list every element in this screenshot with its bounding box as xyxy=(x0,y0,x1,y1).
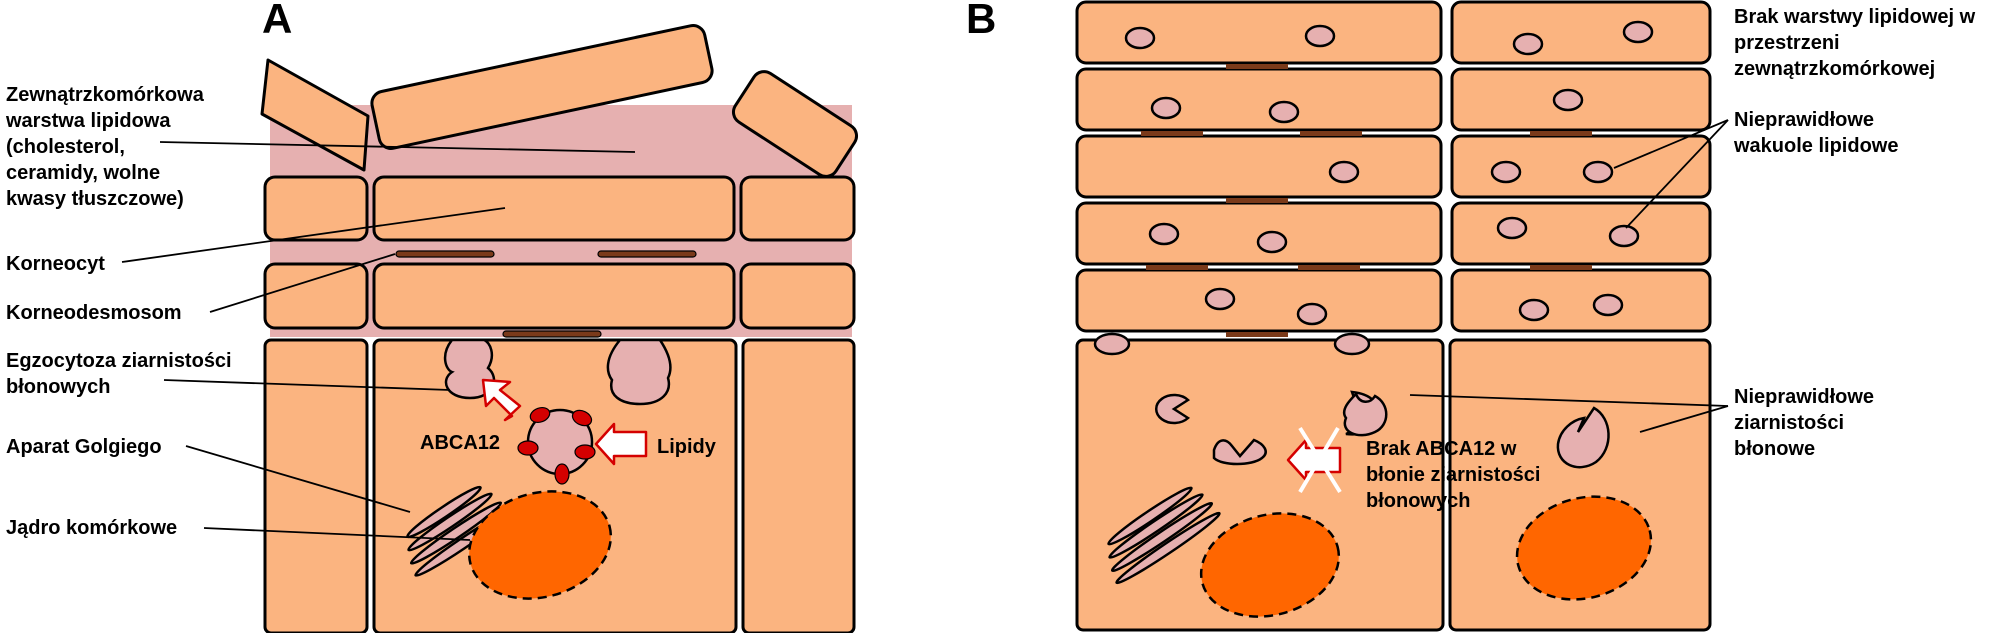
corneocyte-label: Korneocyt xyxy=(6,253,105,275)
leader-line xyxy=(121,207,506,263)
leader-line xyxy=(1625,119,1729,229)
cell-nucleus xyxy=(1199,512,1341,618)
leader-line xyxy=(159,141,636,153)
svg-text:(cholesterol,: (cholesterol, xyxy=(6,136,125,158)
svg-text:błonowe: błonowe xyxy=(1734,438,1815,460)
corneocyte xyxy=(1450,134,1712,199)
corneodesmosome xyxy=(1530,131,1592,136)
granule-at-membrane xyxy=(1093,332,1131,356)
no-lipid-layer-label: Brak warstwy lipidowej w przestrzeni zew… xyxy=(1734,6,1976,80)
corneocyte xyxy=(372,262,736,330)
svg-text:Zewnątrzkomórkowa: Zewnątrzkomórkowa xyxy=(6,84,205,106)
corneodesmosome xyxy=(597,250,697,258)
corneocyte xyxy=(263,175,369,242)
leader-line xyxy=(1613,119,1729,169)
no-abca12-label: Brak ABCA12 w błonie ziarnistości błonow… xyxy=(1366,438,1540,512)
transport-arrow-up-icon xyxy=(481,378,522,422)
lipid-arrow-icon xyxy=(594,422,648,466)
svg-text:błonowych: błonowych xyxy=(6,376,110,398)
corneocyte-shed-right xyxy=(731,70,859,178)
corneodesmosome xyxy=(395,250,495,258)
svg-text:Nieprawidłowe: Nieprawidłowe xyxy=(1734,109,1874,131)
nucleus-label: Jądro komórkowe xyxy=(6,517,177,539)
granular-cell xyxy=(263,338,369,633)
granule-at-membrane xyxy=(1333,332,1371,356)
corneocyte xyxy=(1075,67,1443,132)
exocytosis-label: Egzocytoza ziarnistości błonowych xyxy=(6,350,232,398)
svg-text:wakuole lipidowe: wakuole lipidowe xyxy=(1733,135,1898,157)
svg-text:Brak warstwy lipidowej w: Brak warstwy lipidowej w xyxy=(1734,6,1976,28)
svg-text:Nieprawidłowe: Nieprawidłowe xyxy=(1734,386,1874,408)
leader-line xyxy=(209,253,396,313)
svg-text:przestrzeni: przestrzeni xyxy=(1734,32,1840,54)
panel-b-letter: B xyxy=(966,0,996,42)
corneodesmosome xyxy=(1141,131,1203,136)
svg-text:zewnątrzkomórkowej: zewnątrzkomórkowej xyxy=(1734,58,1935,80)
lamellar-granule-exocytosis xyxy=(443,338,496,400)
corneodesmosome xyxy=(1300,131,1362,136)
corneodesmosome xyxy=(1226,332,1288,337)
corneocyte xyxy=(1450,0,1712,65)
svg-text:błonie ziarnistości: błonie ziarnistości xyxy=(1366,464,1540,486)
corneocyte xyxy=(263,262,369,330)
lipid-layer-label: Zewnątrzkomórkowa warstwa lipidowa (chol… xyxy=(5,84,205,210)
corneodesmosome xyxy=(1146,265,1208,270)
leader-line xyxy=(203,527,471,541)
corneodesmosome-label: Korneodesmosom xyxy=(6,302,182,324)
abca12-protein xyxy=(529,406,551,424)
corneocyte xyxy=(1450,268,1712,333)
granular-cell xyxy=(372,338,738,633)
abca12-protein xyxy=(571,409,593,427)
abnormal-lamellar-granule xyxy=(1556,406,1610,469)
cross-icon xyxy=(1298,426,1340,494)
golgi-apparatus xyxy=(1107,486,1221,585)
leader-line xyxy=(1639,405,1729,433)
svg-text:Brak ABCA12 w: Brak ABCA12 w xyxy=(1366,438,1517,460)
lipids-label: Lipidy xyxy=(657,436,717,458)
corneocyte-shed-left xyxy=(260,58,370,172)
corneocyte xyxy=(1075,134,1443,199)
corneocyte xyxy=(372,175,736,242)
svg-text:ceramidy, wolne: ceramidy, wolne xyxy=(6,162,160,184)
svg-text:błonowych: błonowych xyxy=(1366,490,1470,512)
corneodesmosome xyxy=(1226,64,1288,69)
abca12-protein xyxy=(517,440,539,456)
svg-text:kwasy tłuszczowe): kwasy tłuszczowe) xyxy=(6,188,184,210)
corneodesmosome xyxy=(1298,265,1360,270)
granular-cell xyxy=(741,338,856,633)
abnormal-lamellar-granule xyxy=(1212,438,1267,466)
corneocyte xyxy=(1075,201,1443,266)
corneocyte xyxy=(1450,201,1712,266)
leader-line xyxy=(163,379,451,391)
abnormal-granules-label: Nieprawidłowe ziarnistości błonowe xyxy=(1734,386,1874,460)
svg-text:Egzocytoza ziarnistości: Egzocytoza ziarnistości xyxy=(6,350,232,372)
abnormal-vacuoles-label: Nieprawidłowe wakuole lipidowe xyxy=(1733,109,1898,157)
cell-nucleus xyxy=(1515,495,1653,601)
golgi-label: Aparat Golgiego xyxy=(6,436,162,458)
corneocyte xyxy=(739,175,856,242)
abca12-protein xyxy=(554,463,570,485)
lamellar-granule-exocytosis xyxy=(606,338,672,406)
panel-a-letter: A xyxy=(262,0,292,42)
corneodesmosome xyxy=(502,330,602,338)
svg-text:warstwa lipidowa: warstwa lipidowa xyxy=(5,110,171,132)
corneodesmosome xyxy=(1226,198,1288,203)
corneocyte xyxy=(1075,0,1443,65)
cell-nucleus xyxy=(467,490,613,600)
corneocyte xyxy=(1075,268,1443,333)
abca12-label: ABCA12 xyxy=(420,432,500,454)
abnormal-lamellar-granule xyxy=(1155,393,1191,425)
abca12-protein xyxy=(574,444,596,460)
corneocyte xyxy=(739,262,856,330)
corneocyte-shed-middle xyxy=(370,24,714,150)
corneodesmosome xyxy=(1530,265,1592,270)
svg-text:ziarnistości: ziarnistości xyxy=(1734,412,1844,434)
abnormal-lamellar-granule xyxy=(1342,391,1388,437)
leader-line xyxy=(185,445,411,513)
leader-line xyxy=(1409,394,1729,407)
abnormal-lipid-vacuoles xyxy=(1124,20,1654,326)
